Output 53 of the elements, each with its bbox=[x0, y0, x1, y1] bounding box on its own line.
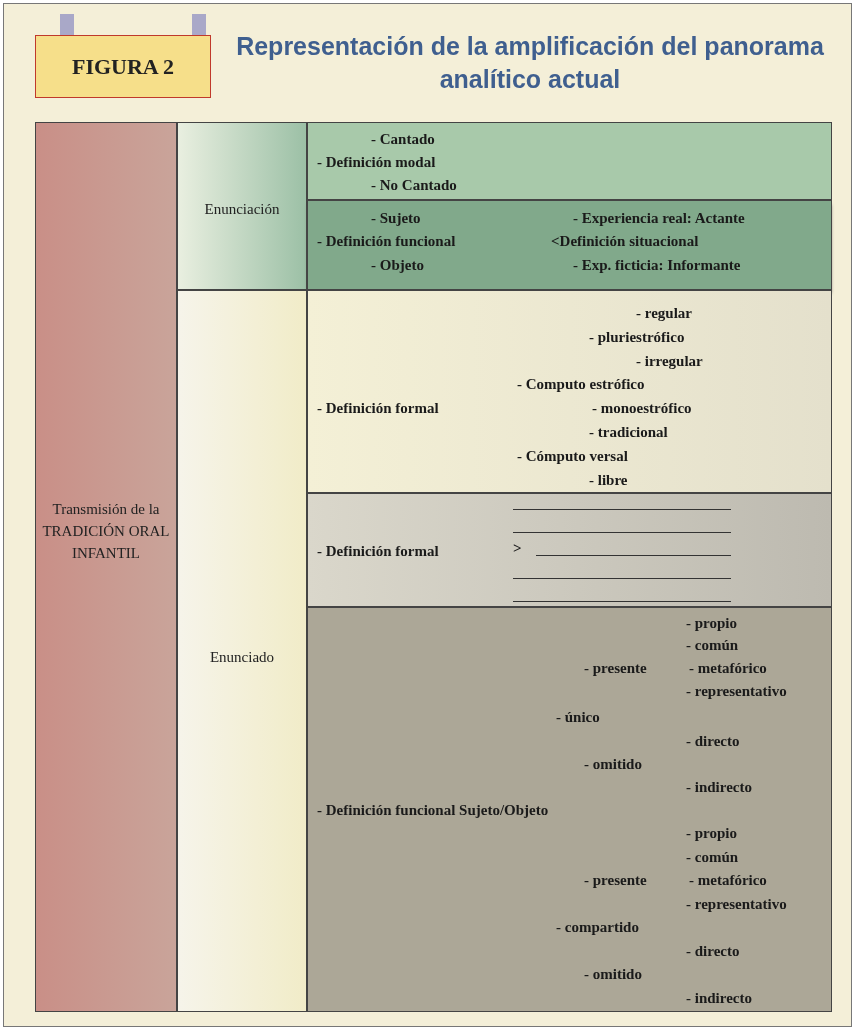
cell-heading: Enunciación bbox=[203, 200, 281, 219]
list-item: - tradicional bbox=[589, 423, 668, 441]
list-item: - común bbox=[686, 848, 739, 866]
list-item: - Experiencia real: Actante bbox=[573, 209, 745, 227]
list-item: - Cantado bbox=[371, 130, 435, 148]
list-item: - omitido bbox=[584, 755, 642, 773]
list-item: - directo bbox=[686, 942, 740, 960]
list-item: - presente bbox=[584, 871, 647, 889]
table-cell bbox=[307, 290, 832, 493]
list-item: - Sujeto bbox=[371, 209, 421, 227]
list-item: - metafórico bbox=[689, 659, 767, 677]
list-item: - Definición funcional Sujeto/Objeto bbox=[317, 801, 549, 819]
list-item: - común bbox=[686, 636, 739, 654]
table-cell bbox=[35, 122, 177, 1012]
list-item: - monoestrófico bbox=[592, 399, 692, 417]
list-item: - Exp. ficticia: Informante bbox=[573, 256, 741, 274]
list-item: - indirecto bbox=[686, 778, 752, 796]
list-item: - Definición formal bbox=[317, 399, 439, 417]
list-item: - Definición modal bbox=[317, 153, 436, 171]
list-item: - Objeto bbox=[371, 256, 424, 274]
cell-heading: Enunciado bbox=[208, 648, 276, 667]
table-cell bbox=[177, 290, 307, 1012]
table-cell bbox=[307, 200, 832, 290]
list-item: - directo bbox=[686, 732, 740, 750]
list-item: - propio bbox=[686, 614, 737, 632]
list-item: - Definición formal bbox=[317, 542, 439, 560]
table-cell bbox=[307, 607, 832, 1012]
list-item: - único bbox=[556, 708, 600, 726]
list-item: - Computo estrófico bbox=[517, 375, 645, 393]
list-item: - propio bbox=[686, 824, 737, 842]
figure-label: FIGURA 2 bbox=[70, 54, 176, 80]
list-item: > bbox=[513, 539, 522, 557]
table-cell bbox=[307, 122, 832, 200]
list-item: <Definición situacional bbox=[551, 232, 699, 250]
figure-label-box bbox=[35, 35, 211, 98]
list-item: - representativo bbox=[686, 682, 787, 700]
list-item: - metafórico bbox=[689, 871, 767, 889]
list-item: - Definición funcional bbox=[317, 232, 456, 250]
table-cell bbox=[177, 122, 307, 290]
list-item: - Cómputo versal bbox=[517, 447, 628, 465]
table-cell bbox=[307, 493, 832, 607]
list-item: - presente bbox=[584, 659, 647, 677]
list-item: - pluriestrófico bbox=[589, 328, 685, 346]
list-item: - irregular bbox=[636, 352, 703, 370]
list-item: - libre bbox=[589, 471, 628, 489]
list-item: - representativo bbox=[686, 895, 787, 913]
list-item: - compartido bbox=[556, 918, 639, 936]
list-item: - indirecto bbox=[686, 989, 752, 1007]
cell-heading: Transmisión de la TRADICIÓN ORAL INFANTIL bbox=[41, 500, 171, 563]
list-item: - No Cantado bbox=[371, 176, 457, 194]
list-item: - regular bbox=[636, 304, 692, 322]
title: Representación de la amplificación del panorama analítico actual bbox=[235, 31, 825, 95]
list-item: - omitido bbox=[584, 965, 642, 983]
